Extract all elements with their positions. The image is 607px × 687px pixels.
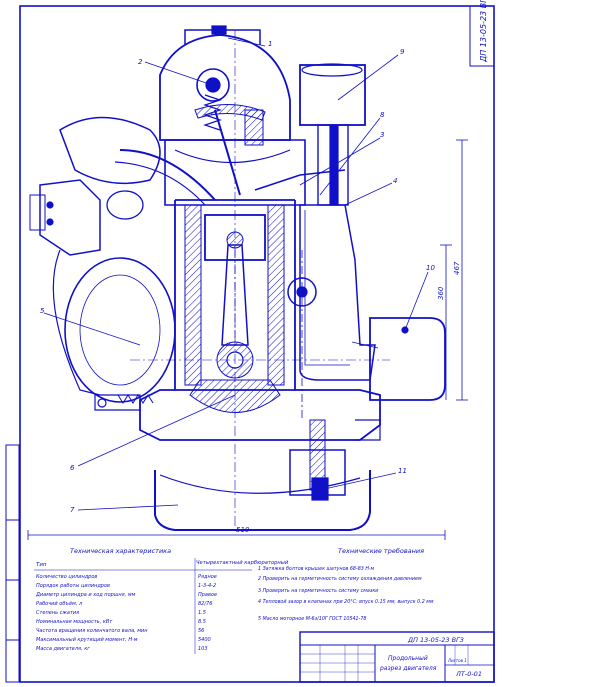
engine-section [29,25,446,531]
callout-1: 1 [268,40,272,48]
callout-6: 6 [70,464,75,472]
dim-overall-width: 510 [236,526,250,534]
intake-port [119,149,216,201]
oil-pan [154,470,371,531]
spec-row-value: 56 [198,628,204,634]
callout-11: 11 [398,467,407,475]
callout-5: 5 [40,307,45,315]
vertical-stamp-box [469,5,495,67]
spec-header-type: Тип [36,562,47,568]
callout-2: 2 [138,58,143,66]
valve-stem [214,109,241,196]
spec-row-label: Масса двигателя, кг [36,646,90,652]
title-block [299,631,495,683]
sheet-frame [19,5,495,683]
oil-filter [369,317,446,401]
spec-rows: Количество цилиндров Рядное Порядок рабо… [35,574,217,652]
callout-7: 7 [70,506,75,514]
spec-row-label: Номинальная мощность, кВт [36,619,113,625]
left-binding-strip [5,444,20,683]
intake-manifold [39,179,101,256]
note-item: 5 Масло моторное М-6з/10Г ГОСТ 10541-78 [258,616,366,622]
valve-cover [159,34,291,141]
note-item: 4 Тепловой зазор в клапанах при 20°C: вп… [258,599,434,605]
callout-10: 10 [426,264,435,272]
vertical-stamp-code: ДП 13-05-23 ВГЗ [479,0,488,63]
generator [64,257,176,403]
spec-row-value: 1-3-4-2 [198,583,216,589]
title-block-sheet-info: Листов 1 [447,658,467,663]
cylinder-wall-left [184,204,202,386]
spec-row-value: 5400 [198,637,211,643]
note-item: 1 Затяжка болтов крышек шатунов 68-83 Н·… [258,566,374,572]
callout-3: 3 [380,131,384,139]
generator-bracket [52,249,101,396]
callout-leaders [43,37,429,511]
camshaft [196,68,230,102]
spec-row-label: Частота вращения коленчатого вала, мин [36,628,148,634]
dim-height-b: 360 [437,286,445,300]
spec-row-label: Количество цилиндров [36,574,97,580]
callout-8: 8 [380,111,385,119]
cylinder-wall-right [267,204,285,386]
notes-title: Технические требования [338,547,424,555]
spec-row-value: 1.5 [198,610,206,616]
dim-height-a: 467 [453,261,461,275]
callout-4: 4 [393,177,397,185]
title-block-sheet-code: ЛТ-0-01 [455,670,482,678]
spec-row-value: Правое [198,592,217,598]
title-block-name-line2: разрез двигателя [379,665,437,672]
spec-row-label: Степень сжатия [36,610,79,616]
spec-row-value: Рядное [198,574,217,580]
spec-row-label: Рабочий объём, л [36,601,83,607]
dimension-lines [27,139,468,540]
title-block-name-line1: Продольный [388,655,428,662]
spec-header-value: Четырехтактный карбюраторный [196,560,289,566]
callout-9: 9 [400,48,405,56]
spec-title: Техническая характеристика [70,547,171,555]
spec-row-label: Диаметр цилиндра и ход поршня, мм [35,592,136,598]
note-item: 3 Проверить на герметичность систему сма… [258,588,378,594]
spec-row-value: 103 [198,646,208,652]
spec-row-value: 82/76 [198,601,212,607]
spec-row-label: Порядок работы цилиндров [36,583,110,589]
flywheel-teeth [117,394,154,404]
timing-cover [299,204,376,381]
note-item: 2 Проверить на герметичность систему охл… [258,576,422,582]
spec-row-value: 8.5 [198,619,206,625]
title-block-doc-code: ДП 13-05-23 ВГЗ [407,636,464,644]
spec-row-label: Максимальный крутящий момент, Н·м [36,637,138,643]
